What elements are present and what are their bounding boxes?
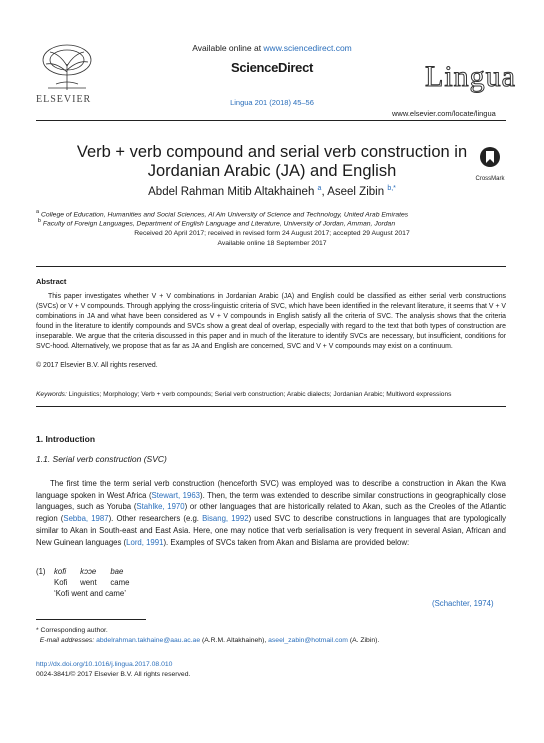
available-online-date: Available online 18 September 2017	[217, 240, 327, 247]
email-link-1[interactable]: abdelrahman.takhaine@aau.ac.ae	[96, 637, 201, 644]
sciencedirect-title: ScienceDirect	[230, 60, 314, 75]
example-source-line: kofi kɔɔe bae	[54, 567, 124, 576]
footnote-rule	[36, 619, 146, 620]
journal-reference: Lingua 201 (2018) 45–56	[230, 98, 314, 107]
author-1: Abdel Rahman Mitib Altakhaineh	[148, 185, 315, 198]
header-rule	[36, 120, 506, 121]
author-1-affil-sup[interactable]: a	[317, 185, 322, 192]
author-2-affil-sup[interactable]: b,*	[387, 185, 396, 192]
section-heading-introduction: 1. Introduction	[36, 434, 96, 444]
author-line: Abdel Rahman Mitib Altakhaineh a, Aseel …	[148, 185, 396, 198]
abstract-heading: Abstract	[36, 277, 67, 286]
citation-link[interactable]: Stewart, 1963	[151, 490, 200, 500]
keywords-label: Keywords:	[36, 391, 67, 398]
citation-link[interactable]: Bisang, 1992	[202, 514, 249, 524]
citation-link[interactable]: Stahlke, 1970	[136, 502, 185, 512]
keywords-list: Linguistics; Morphology; Verb + verb com…	[66, 391, 452, 398]
keywords-bottom-rule	[36, 406, 506, 407]
email-addresses: E-mail addresses: abdelrahman.takhaine@a…	[39, 637, 380, 644]
example-citation[interactable]: (Schachter, 1974)	[432, 599, 494, 608]
crossmark-label: CrossMark	[475, 176, 505, 182]
elsevier-wordmark: ELSEVIER	[36, 94, 92, 105]
lingua-journal-logo: Lingua	[425, 60, 516, 93]
sciencedirect-link[interactable]: www.sciencedirect.com	[263, 43, 352, 53]
doi-link[interactable]: http://dx.doi.org/10.1016/j.lingua.2017.…	[36, 661, 173, 668]
crossmark-badge[interactable]: CrossMark	[475, 146, 505, 182]
elsevier-tree-logo	[36, 42, 98, 106]
affiliation-a: a College of Education, Humanities and S…	[36, 209, 409, 219]
journal-url[interactable]: www.elsevier.com/locate/lingua	[392, 109, 496, 118]
email-link-2[interactable]: aseel_zabin@hotmail.com	[268, 637, 348, 644]
intro-paragraph: The first time the term serial verb cons…	[36, 479, 507, 547]
citation-link[interactable]: Lord, 1991	[126, 537, 164, 547]
received-dates: Received 20 April 2017; received in revi…	[134, 230, 410, 237]
example-number: (1)	[36, 567, 46, 576]
abstract-top-rule	[36, 266, 506, 267]
example-translation: ‘Kofi went and came’	[54, 589, 126, 599]
example-gloss-line: Kofi went came	[54, 578, 130, 588]
corresponding-author-note: * Corresponding author.	[36, 627, 108, 634]
availability-line: Available online at www.sciencedirect.co…	[192, 43, 352, 53]
crossmark-icon	[480, 147, 500, 167]
subsection-heading-svc: 1.1. Serial verb construction (SVC)	[36, 454, 167, 464]
author-2: Aseel Zibin	[327, 185, 385, 198]
abstract-text: This paper investigates whether V + V co…	[36, 293, 506, 350]
citation-link[interactable]: Sebba, 1987	[63, 514, 109, 524]
article-title: Verb + verb compound and serial verb con…	[76, 143, 468, 180]
keywords: Keywords: Linguistics; Morphology; Verb …	[36, 391, 506, 398]
affiliation-b: b Faculty of Foreign Languages, Departme…	[37, 218, 396, 228]
abstract-copyright: © 2017 Elsevier B.V. All rights reserved…	[36, 362, 158, 369]
issn-copyright: 0024-3841/© 2017 Elsevier B.V. All right…	[36, 671, 191, 678]
